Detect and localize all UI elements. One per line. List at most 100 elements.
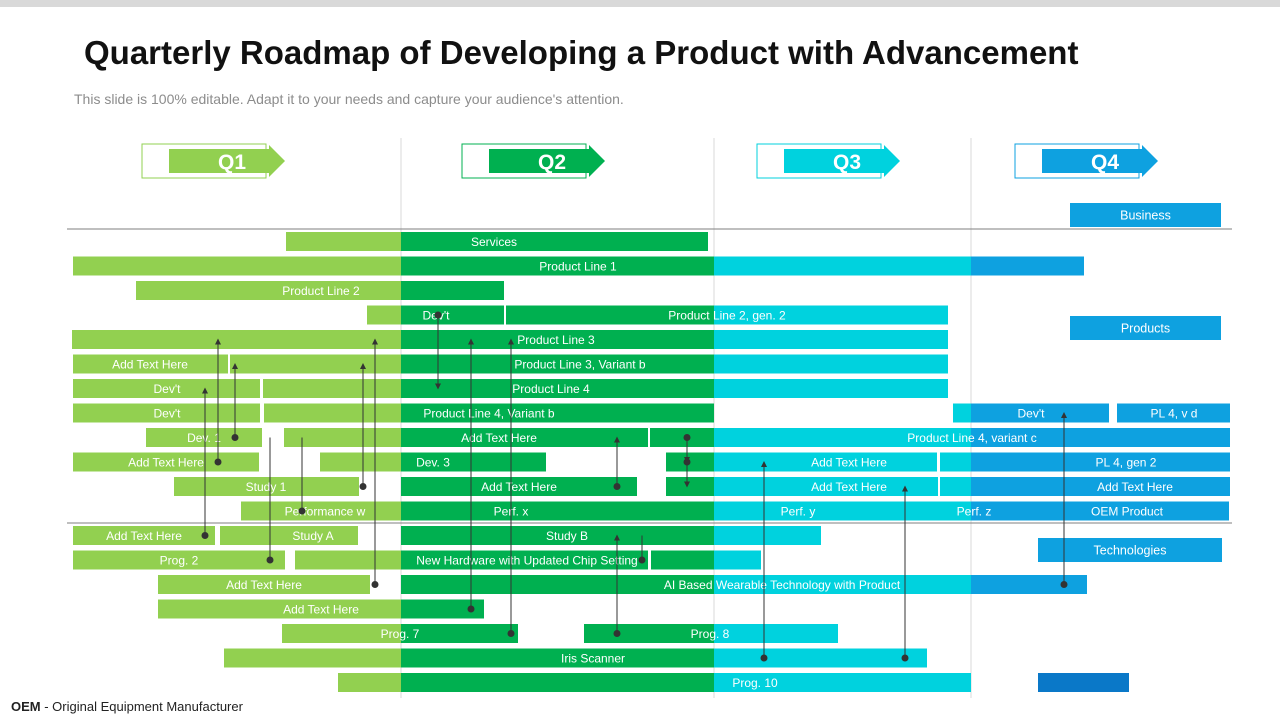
connector-arrowhead: [614, 534, 620, 541]
task-bar-segment: [401, 624, 518, 643]
task-label: Study 1: [246, 480, 287, 494]
perf-label: Perf. y: [781, 505, 816, 519]
task-bar-segment: [650, 428, 714, 447]
task-bar-segment: [666, 477, 714, 496]
task-bar-segment: [401, 330, 714, 349]
task-label: Add Text Here: [106, 529, 182, 543]
task-bar-segment: [263, 379, 401, 398]
task-bar-segment: [714, 256, 971, 276]
task-bar-segment: [73, 256, 401, 276]
task-label: Add Text Here: [811, 456, 887, 470]
task-label: Product Line 4, Variant b: [423, 407, 555, 421]
quarter-arrow-4: [1042, 145, 1158, 177]
quarter-label-3: Q3: [833, 151, 861, 174]
task-label: Add Text Here: [128, 456, 204, 470]
task-bar-segment: [714, 477, 938, 496]
task-label: Dev't: [154, 407, 182, 421]
task-label: AI Based Wearable Technology with Produc…: [664, 578, 901, 592]
task-bar-segment: [401, 354, 714, 374]
category-label-products: Products: [1121, 322, 1170, 336]
connector-arrowhead: [468, 338, 474, 345]
task-label: PL 4, gen 2: [1096, 456, 1157, 470]
task-bar-segment: [953, 403, 971, 423]
category-box-products: [1070, 316, 1221, 340]
task-bar-segment: [401, 403, 714, 423]
task-label: Product Line 4: [512, 382, 590, 396]
task-bar-segment: [401, 379, 714, 398]
task-bar-segment: [320, 452, 401, 472]
task-bar-segment: [971, 452, 1230, 472]
connector-arrowhead: [360, 363, 366, 369]
task-label: New Hardware with Updated Chip Setting: [416, 554, 637, 568]
task-bar-segment: [72, 330, 401, 349]
task-label: Study A: [292, 529, 333, 543]
connector-dot: [683, 458, 691, 466]
footnote-abbr: OEM: [11, 699, 41, 714]
task-label: Add Text Here: [461, 431, 537, 445]
connector-arrowhead: [614, 436, 620, 443]
task-label: Add Text Here: [283, 603, 359, 617]
task-bars: [72, 232, 1230, 692]
task-bar-segment: [1117, 403, 1230, 423]
task-bar-segment: [714, 428, 971, 447]
category-box-business: [1070, 203, 1221, 227]
task-bar-segment: [73, 550, 285, 570]
category-label-business: Business: [1120, 209, 1171, 223]
task-bar-segment: [401, 232, 708, 251]
task-label: Prog. 2: [160, 554, 199, 568]
perf-label: OEM Product: [1091, 505, 1164, 519]
task-bar-segment: [1038, 673, 1129, 692]
connector-arrowhead: [902, 485, 908, 492]
connector-dot: [1060, 581, 1068, 588]
task-bar-segment: [971, 403, 1109, 423]
task-label: Dev't: [1018, 407, 1046, 421]
task-bar-segment: [401, 526, 714, 545]
task-bar-segment: [401, 281, 504, 300]
task-bar-segment: [714, 575, 971, 594]
task-label: Add Text Here: [811, 480, 887, 494]
task-bar-segment: [714, 526, 821, 545]
task-bar-segment: [158, 599, 401, 619]
connector-arrowhead: [202, 387, 208, 394]
task-bar-segment: [73, 379, 260, 398]
connector-arrowhead: [232, 363, 238, 369]
category-box-technologies: [1038, 538, 1222, 562]
task-label: PL 4, v d: [1151, 407, 1198, 421]
task-bar-segment: [401, 673, 714, 692]
task-bar-segment: [714, 379, 948, 398]
task-bar-segment: [284, 428, 401, 447]
task-bar-segment: [971, 477, 1230, 496]
task-label: Dev. 3: [416, 456, 450, 470]
task-bar-segment: [714, 673, 971, 692]
task-bar-segment: [714, 648, 927, 668]
task-bar-segment: [714, 624, 838, 643]
task-label: Add Text Here: [1097, 480, 1173, 494]
connector-dot: [683, 434, 691, 441]
task-bar-segment: [401, 256, 714, 276]
connector-arrowhead: [215, 338, 221, 345]
task-bar-segment: [401, 501, 714, 521]
task-bar-segment: [158, 575, 370, 594]
task-bar-segment: [146, 428, 262, 447]
connector-dot: [214, 458, 222, 466]
connector-dot: [901, 654, 909, 662]
connector-dot: [266, 556, 274, 564]
quarter-label-1: Q1: [218, 151, 246, 174]
task-bar-segment: [940, 452, 971, 472]
quarter-arrow-1: [169, 145, 285, 177]
connector-dot: [613, 630, 621, 637]
task-label: Product Line 2, gen. 2: [668, 309, 786, 323]
connector-dot: [231, 434, 239, 441]
task-bar-segment: [401, 550, 648, 570]
task-label: Add Text Here: [481, 480, 557, 494]
task-label: Prog. 7: [381, 627, 420, 641]
perf-label: Perf. z: [957, 505, 992, 519]
task-bar-segment: [401, 575, 714, 594]
task-label: Dev. 1: [187, 431, 221, 445]
task-bar-segment: [714, 354, 948, 374]
slide-subtitle: This slide is 100% editable. Adapt it to…: [74, 91, 624, 107]
task-bar-segment: [714, 330, 948, 349]
task-bar-segment: [401, 648, 714, 668]
connector-dot: [359, 483, 367, 490]
task-bar-segment: [264, 403, 401, 423]
